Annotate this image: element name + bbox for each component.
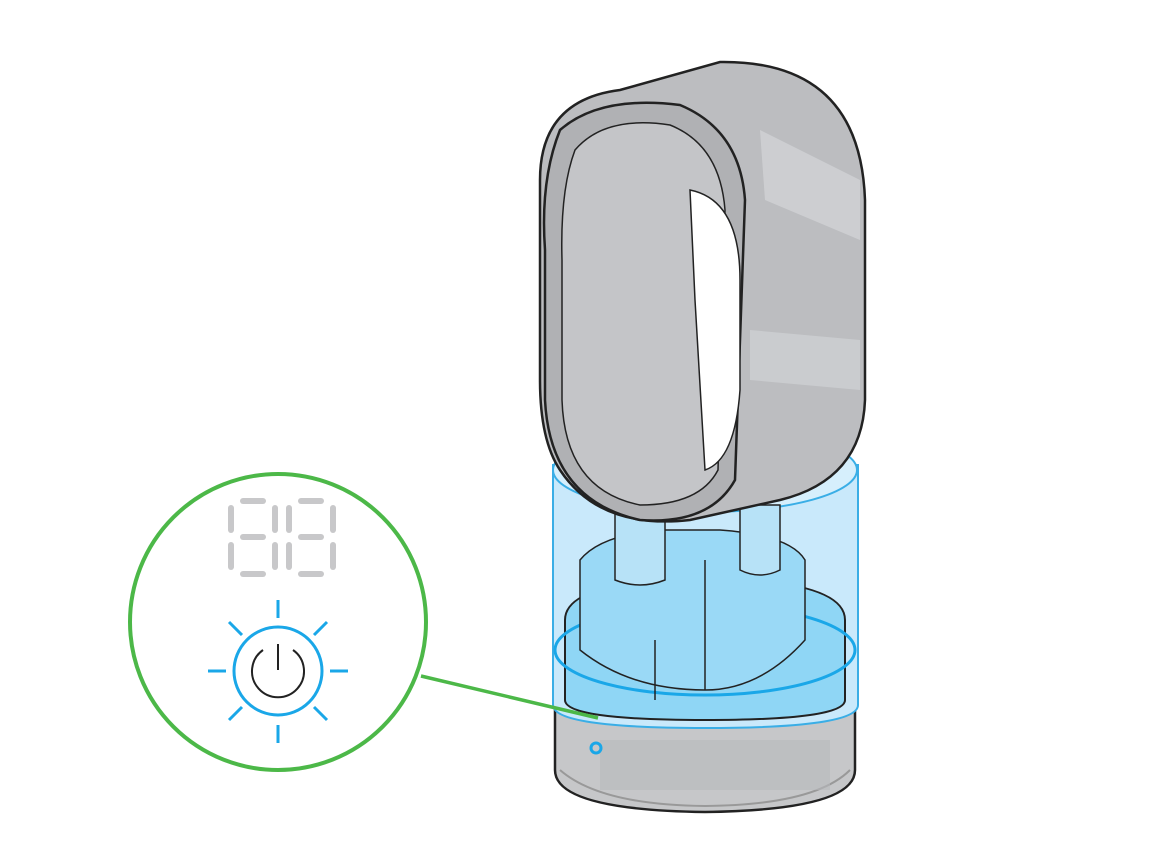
status-light-icon bbox=[589, 741, 603, 755]
callout-leader-line bbox=[420, 674, 599, 720]
callout-ring bbox=[128, 472, 428, 772]
segment-display-icon bbox=[228, 498, 336, 577]
power-button-glow bbox=[232, 625, 324, 717]
air-loop bbox=[538, 60, 867, 523]
callout bbox=[128, 472, 599, 772]
glow-rays-icon bbox=[208, 600, 348, 743]
power-icon bbox=[251, 644, 305, 699]
